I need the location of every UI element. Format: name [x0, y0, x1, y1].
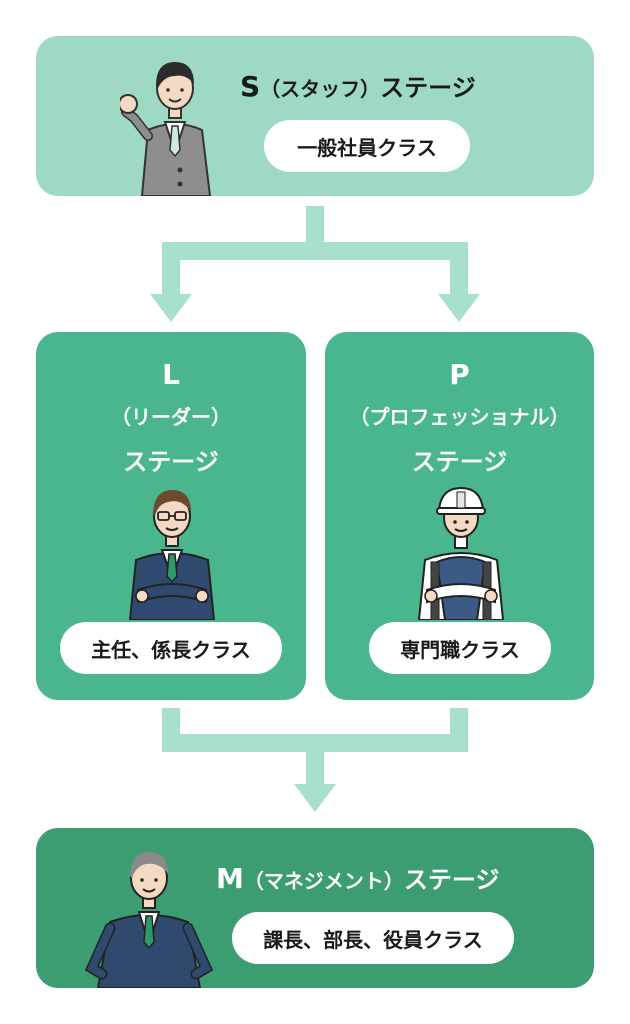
leader-stage-paren: （リーダー）: [111, 405, 231, 429]
management-stage-title: M（マネジメント）ステージ: [216, 860, 499, 895]
management-class-pill: 課長、部長、役員クラス: [232, 912, 514, 964]
split-connector: [150, 206, 480, 322]
professional-stage-suffix: ステージ: [411, 448, 508, 476]
management-stage-suffix: ステージ: [403, 866, 500, 894]
professional-stage-title: P （プロフェッショナル） ステージ: [325, 358, 594, 477]
staff-class-pill: 一般社員クラス: [264, 120, 470, 172]
staff-stage-letter: S: [240, 70, 261, 103]
staff-stage-title: S（スタッフ）ステージ: [240, 68, 476, 103]
leader-stage-letter: L: [162, 358, 180, 391]
leader-stage-title: L （リーダー） ステージ: [36, 358, 306, 477]
leader-person-illustration: [128, 490, 216, 620]
leader-class-pill: 主任、係長クラス: [60, 622, 282, 674]
professional-stage-letter: P: [449, 358, 470, 391]
merge-connector: [162, 708, 468, 812]
management-person-illustration: [84, 852, 214, 988]
staff-stage-box: S（スタッフ）ステージ 一般社員クラス: [36, 36, 594, 196]
professional-stage-paren: （プロフェッショナル）: [349, 405, 570, 429]
management-stage-box: M（マネジメント）ステージ 課長、部長、役員クラス: [36, 828, 594, 988]
professional-person-illustration: [417, 486, 505, 620]
staff-person-illustration: [120, 62, 212, 196]
leader-stage-box: L （リーダー） ステージ 主任、係長クラス: [36, 332, 306, 700]
professional-class-pill: 専門職クラス: [369, 622, 551, 674]
leader-stage-suffix: ステージ: [123, 448, 219, 476]
staff-stage-suffix: ステージ: [380, 74, 476, 102]
management-stage-letter: M: [216, 862, 244, 895]
staff-stage-paren: （スタッフ）: [260, 77, 381, 101]
professional-stage-box: P （プロフェッショナル） ステージ 専門職クラス: [325, 332, 594, 700]
management-stage-paren: （マネジメント）: [243, 869, 404, 893]
